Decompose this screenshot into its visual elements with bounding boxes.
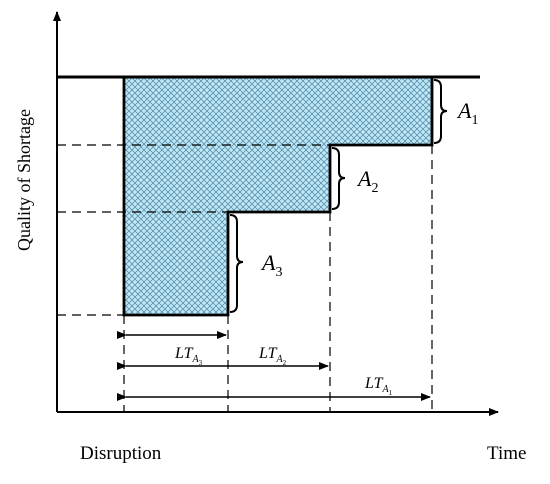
lead-time-a2-label: LTA2 <box>258 345 287 367</box>
brace-a3 <box>229 214 244 313</box>
lead-time-a1-label: LTA1 <box>364 375 393 397</box>
brace-a2 <box>331 147 346 210</box>
y-axis-label: Quality of Shortage <box>14 109 34 251</box>
shortage-step-boundary <box>122 77 434 317</box>
area-label-a2: A2 <box>356 166 378 196</box>
x-axis-origin-label: Disruption <box>80 443 162 464</box>
area-label-a1: A1 <box>456 98 478 128</box>
lead-time-a3-label: LTA3 <box>174 345 203 367</box>
x-axis-label: Time <box>487 443 526 464</box>
shortage-area <box>124 77 432 315</box>
area-label-a3: A3 <box>260 250 282 280</box>
brace-a1 <box>433 79 448 144</box>
